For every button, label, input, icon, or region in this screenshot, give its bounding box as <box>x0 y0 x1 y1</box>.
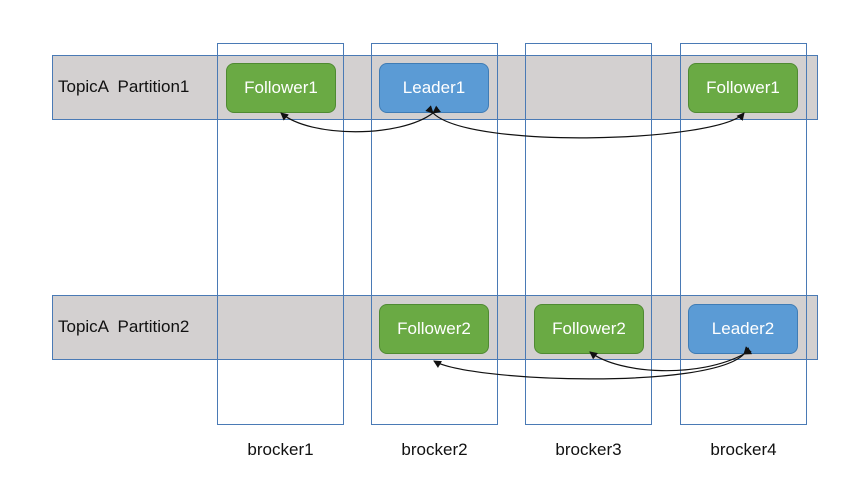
p2-broker2-follower: Follower2 <box>379 304 489 354</box>
broker4-label: brocker4 <box>710 440 777 459</box>
broker2-label: brocker2 <box>401 440 468 459</box>
broker3-label: brocker3 <box>555 440 622 459</box>
arrow-p2-leader-to-broker2 <box>433 346 752 380</box>
arrow-p1-leader-to-broker4 <box>425 105 745 139</box>
p2-broker4-leader: Leader2 <box>688 304 798 354</box>
broker1-label: brocker1 <box>247 440 314 459</box>
partition2-label: TopicA Partition2 <box>58 317 190 336</box>
arrow-p2-leader-to-broker3 <box>589 347 753 372</box>
broker3-column <box>525 43 652 425</box>
broker4-column <box>680 43 807 425</box>
p1-broker4-follower: Follower1 <box>688 63 798 113</box>
arrow-p1-leader-to-broker1 <box>280 105 441 133</box>
broker1-column <box>217 43 344 425</box>
p2-broker3-follower: Follower2 <box>534 304 644 354</box>
partition1-label: TopicA Partition1 <box>58 77 190 96</box>
broker2-column <box>371 43 498 425</box>
